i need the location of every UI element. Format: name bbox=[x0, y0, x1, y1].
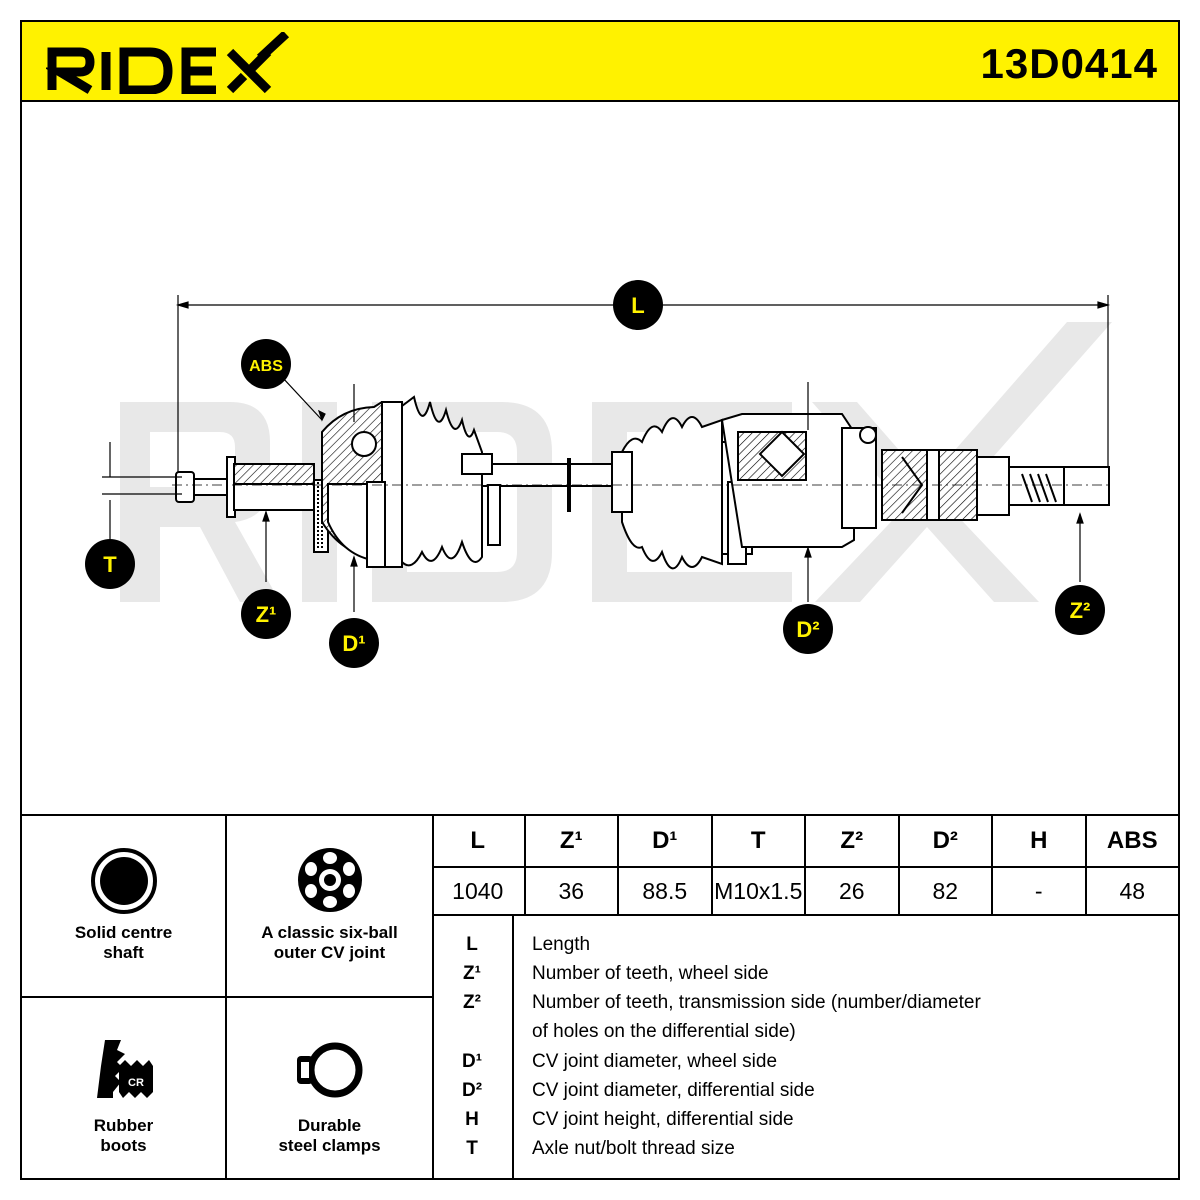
feature-steel-clamps: Durable steel clamps bbox=[227, 998, 434, 1178]
driveshaft-assembly bbox=[172, 395, 1112, 570]
spec-value-h: - bbox=[991, 868, 1085, 914]
feature-six-ball-joint: A classic six-ball outer CV joint bbox=[227, 816, 434, 998]
callout-z1: Z¹ bbox=[241, 589, 291, 639]
spec-table: L Z¹ D¹ T Z² D² H ABS 1040 36 88.5 M10x1… bbox=[432, 814, 1178, 1178]
svg-text:Z²: Z² bbox=[1070, 598, 1091, 623]
spec-value-d2: 82 bbox=[897, 868, 992, 914]
driveshaft-drawing: L ABS T Z¹ D¹ D² Z² bbox=[85, 280, 1112, 668]
svg-text:Z¹: Z¹ bbox=[256, 602, 277, 627]
part-number: 13D0414 bbox=[980, 40, 1158, 87]
spec-value-z2: 26 bbox=[804, 868, 898, 914]
callout-d1: D¹ bbox=[329, 618, 379, 668]
spec-values-row: 1040 36 88.5 M10x1.5 26 82 - 48 bbox=[432, 868, 1178, 916]
rubber-boot-cr-icon: CR bbox=[96, 1040, 153, 1098]
svg-text:D²: D² bbox=[796, 617, 819, 642]
callout-z2: Z² bbox=[1055, 585, 1105, 635]
legend-text: CV joint diameter, wheel side bbox=[532, 1051, 778, 1072]
legend-text: Axle nut/bolt thread size bbox=[532, 1138, 735, 1159]
spec-header-d1: D¹ bbox=[617, 816, 711, 866]
callout-t: T bbox=[85, 539, 135, 589]
legend-symbol: L bbox=[466, 934, 478, 955]
svg-text:T: T bbox=[103, 552, 117, 577]
spec-header-d2: D² bbox=[897, 816, 992, 866]
feature-label: A classic six-ball outer CV joint bbox=[261, 923, 398, 962]
spec-value-l: 1040 bbox=[452, 877, 504, 904]
spec-value-abs: 48 bbox=[1084, 868, 1179, 914]
spec-value-t: M10x1.5 bbox=[710, 868, 805, 914]
callout-d2: D² bbox=[783, 604, 833, 654]
svg-text:L: L bbox=[631, 293, 644, 318]
callout-abs: ABS bbox=[241, 339, 291, 389]
spec-header-abs: ABS bbox=[1084, 816, 1179, 866]
legend-symbol: Z² bbox=[463, 992, 481, 1013]
feature-label: Durable steel clamps bbox=[278, 1116, 381, 1155]
spec-header-l: L bbox=[470, 827, 486, 854]
svg-text:ABS: ABS bbox=[249, 358, 283, 375]
legend-divider bbox=[512, 916, 514, 1178]
feature-grid: Solid centre shaft A classic six-ball ou… bbox=[22, 814, 434, 1178]
legend-text: Length bbox=[532, 934, 591, 955]
legend-symbol: T bbox=[466, 1138, 478, 1159]
legend-symbol: Z¹ bbox=[463, 963, 481, 984]
legend-symbol: H bbox=[465, 1109, 479, 1130]
steel-clamp-icon bbox=[296, 1042, 362, 1098]
callout-l: L bbox=[613, 280, 663, 330]
feature-solid-shaft: Solid centre shaft bbox=[22, 816, 227, 998]
legend-text: CV joint diameter, differential side bbox=[532, 1080, 815, 1101]
svg-text:CR: CR bbox=[128, 1077, 144, 1089]
legend-text: Number of teeth, wheel side bbox=[532, 963, 769, 984]
spec-value-z1: 36 bbox=[523, 868, 618, 914]
leader-lines bbox=[102, 376, 1084, 612]
feature-label: Solid centre shaft bbox=[74, 923, 173, 962]
six-ball-joint-icon bbox=[297, 848, 362, 912]
ridex-logo bbox=[46, 32, 290, 94]
legend: L Length Z¹ Number of teeth, wheel side … bbox=[432, 916, 1178, 1178]
spec-header-h: H bbox=[991, 816, 1085, 866]
product-sheet: 13D0414 bbox=[20, 20, 1180, 1180]
legend-text: CV joint height, differential side bbox=[532, 1109, 794, 1130]
spec-header-row: L Z¹ D¹ T Z² D² H ABS bbox=[432, 816, 1178, 868]
feature-label: Rubber boots bbox=[93, 1116, 154, 1155]
legend-text: Number of teeth, transmission side (numb… bbox=[532, 992, 981, 1013]
legend-text: of holes on the differential side) bbox=[532, 1021, 796, 1042]
svg-text:D¹: D¹ bbox=[342, 631, 365, 656]
legend-symbol: D¹ bbox=[461, 1051, 483, 1072]
legend-symbol: D² bbox=[461, 1080, 483, 1101]
feature-rubber-boots: CR Rubber boots bbox=[22, 998, 227, 1178]
spec-value-d1: 88.5 bbox=[617, 868, 711, 914]
spec-header-z1: Z¹ bbox=[523, 816, 618, 866]
solid-shaft-icon bbox=[90, 848, 157, 914]
spec-header-z2: Z² bbox=[804, 816, 898, 866]
spec-header-t: T bbox=[710, 816, 805, 866]
header-bar: 13D0414 bbox=[22, 22, 1178, 102]
